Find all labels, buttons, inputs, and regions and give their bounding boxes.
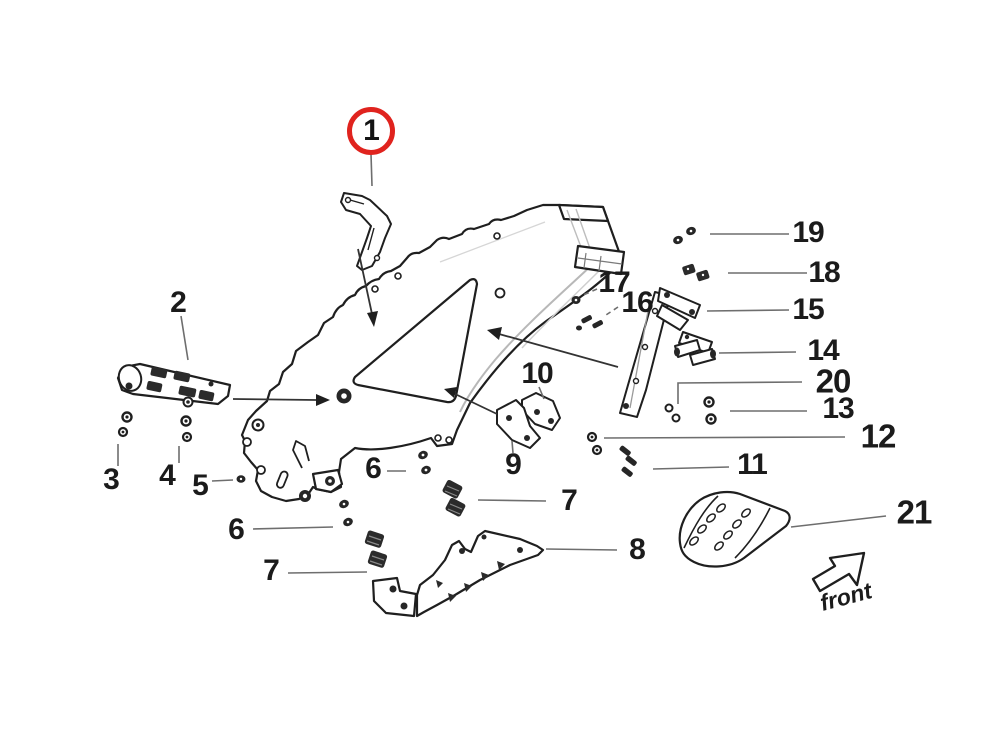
callout-8[interactable]: 8: [629, 533, 646, 566]
hardware-part-13-washers: [703, 396, 717, 425]
leader-1: [370, 153, 373, 187]
hardware-part-16-screws: [576, 315, 604, 331]
hardware-part-3-washers: [117, 411, 133, 438]
rail-position-arrow: [498, 333, 619, 368]
leader-17: [580, 288, 598, 297]
hardware-part-6-middle-washers: [418, 450, 431, 475]
part-21-guard: [678, 490, 791, 568]
callout-15[interactable]: 15: [792, 293, 824, 326]
hardware-part-20-washers: [664, 403, 681, 423]
callout-21[interactable]: 21: [896, 493, 933, 531]
leader-15: [706, 309, 790, 312]
hardware-part-12-washers: [586, 431, 603, 456]
callout-17[interactable]: 17: [598, 266, 630, 299]
callout-2[interactable]: 2: [170, 286, 187, 319]
callout-16[interactable]: 16: [621, 286, 653, 319]
leader-6-left: [252, 526, 334, 530]
part-8-guard-plate: [371, 529, 545, 618]
callout-7-middle[interactable]: 7: [561, 484, 578, 517]
hardware-part-19-nuts: [673, 226, 696, 245]
hardware-part-4-washers: [180, 415, 193, 443]
callout-20[interactable]: 20: [815, 362, 852, 400]
hardware-part-7-middle-pads: [442, 479, 466, 517]
leader-7-middle: [477, 499, 547, 502]
leader-9: [511, 440, 514, 454]
callout-6-middle[interactable]: 6: [365, 452, 382, 485]
part-1-arrowhead: [367, 311, 378, 327]
callout-18[interactable]: 18: [808, 256, 840, 289]
leader-16: [602, 306, 619, 318]
callout-19[interactable]: 19: [792, 216, 824, 249]
callout-10[interactable]: 10: [521, 357, 553, 390]
part-9-10-plates: [496, 392, 561, 449]
callout-5[interactable]: 5: [192, 469, 209, 502]
front-direction-arrow: [811, 551, 866, 593]
leader-14: [718, 351, 797, 354]
part-2-position-arrow: [232, 398, 317, 401]
hardware-part-17-nut: [571, 296, 581, 304]
callout-3[interactable]: 3: [103, 463, 120, 496]
callout-1-label: 1: [363, 114, 380, 147]
hardware-part-6-left-nuts: [339, 499, 353, 527]
bracket-position-arrow: [452, 392, 498, 415]
frame-part: [240, 203, 626, 503]
part-14-bracket: [674, 331, 716, 366]
part-15-rail: [619, 287, 701, 418]
leader-21: [790, 515, 887, 528]
callout-4[interactable]: 4: [159, 459, 176, 492]
leader-20: [677, 381, 803, 404]
hardware-part-7-left-pads: [364, 530, 388, 568]
part-1-position-arrow: [357, 248, 373, 315]
leader-12: [603, 436, 846, 439]
callout-7-left[interactable]: 7: [263, 554, 280, 587]
leader-10: [538, 386, 545, 400]
leader-5: [211, 479, 234, 482]
part-1-bracket: [340, 192, 392, 271]
leader-11: [652, 466, 730, 470]
callout-14[interactable]: 14: [807, 334, 839, 367]
callout-11[interactable]: 11: [737, 448, 768, 481]
leader-2: [180, 315, 189, 361]
bracket-arrowhead: [444, 387, 457, 398]
callout-6-left[interactable]: 6: [228, 513, 245, 546]
callout-13[interactable]: 13: [822, 392, 854, 425]
leader-lines: [117, 153, 887, 574]
leader-8: [545, 548, 618, 551]
hardware-part-5-nut: [236, 475, 246, 483]
leader-7-left: [287, 571, 368, 574]
part-2-bracket: [116, 362, 232, 408]
pointer-arrows: [232, 248, 619, 415]
hardware-part-11-screws: [619, 445, 637, 477]
callout-12[interactable]: 12: [860, 417, 897, 455]
hardware-part-18-grommets: [682, 263, 710, 282]
rail-arrowhead: [487, 327, 502, 340]
part-2-arrowhead: [316, 394, 330, 406]
callout-9[interactable]: 9: [505, 448, 522, 481]
highlighted-callout-1[interactable]: 1: [347, 107, 395, 155]
